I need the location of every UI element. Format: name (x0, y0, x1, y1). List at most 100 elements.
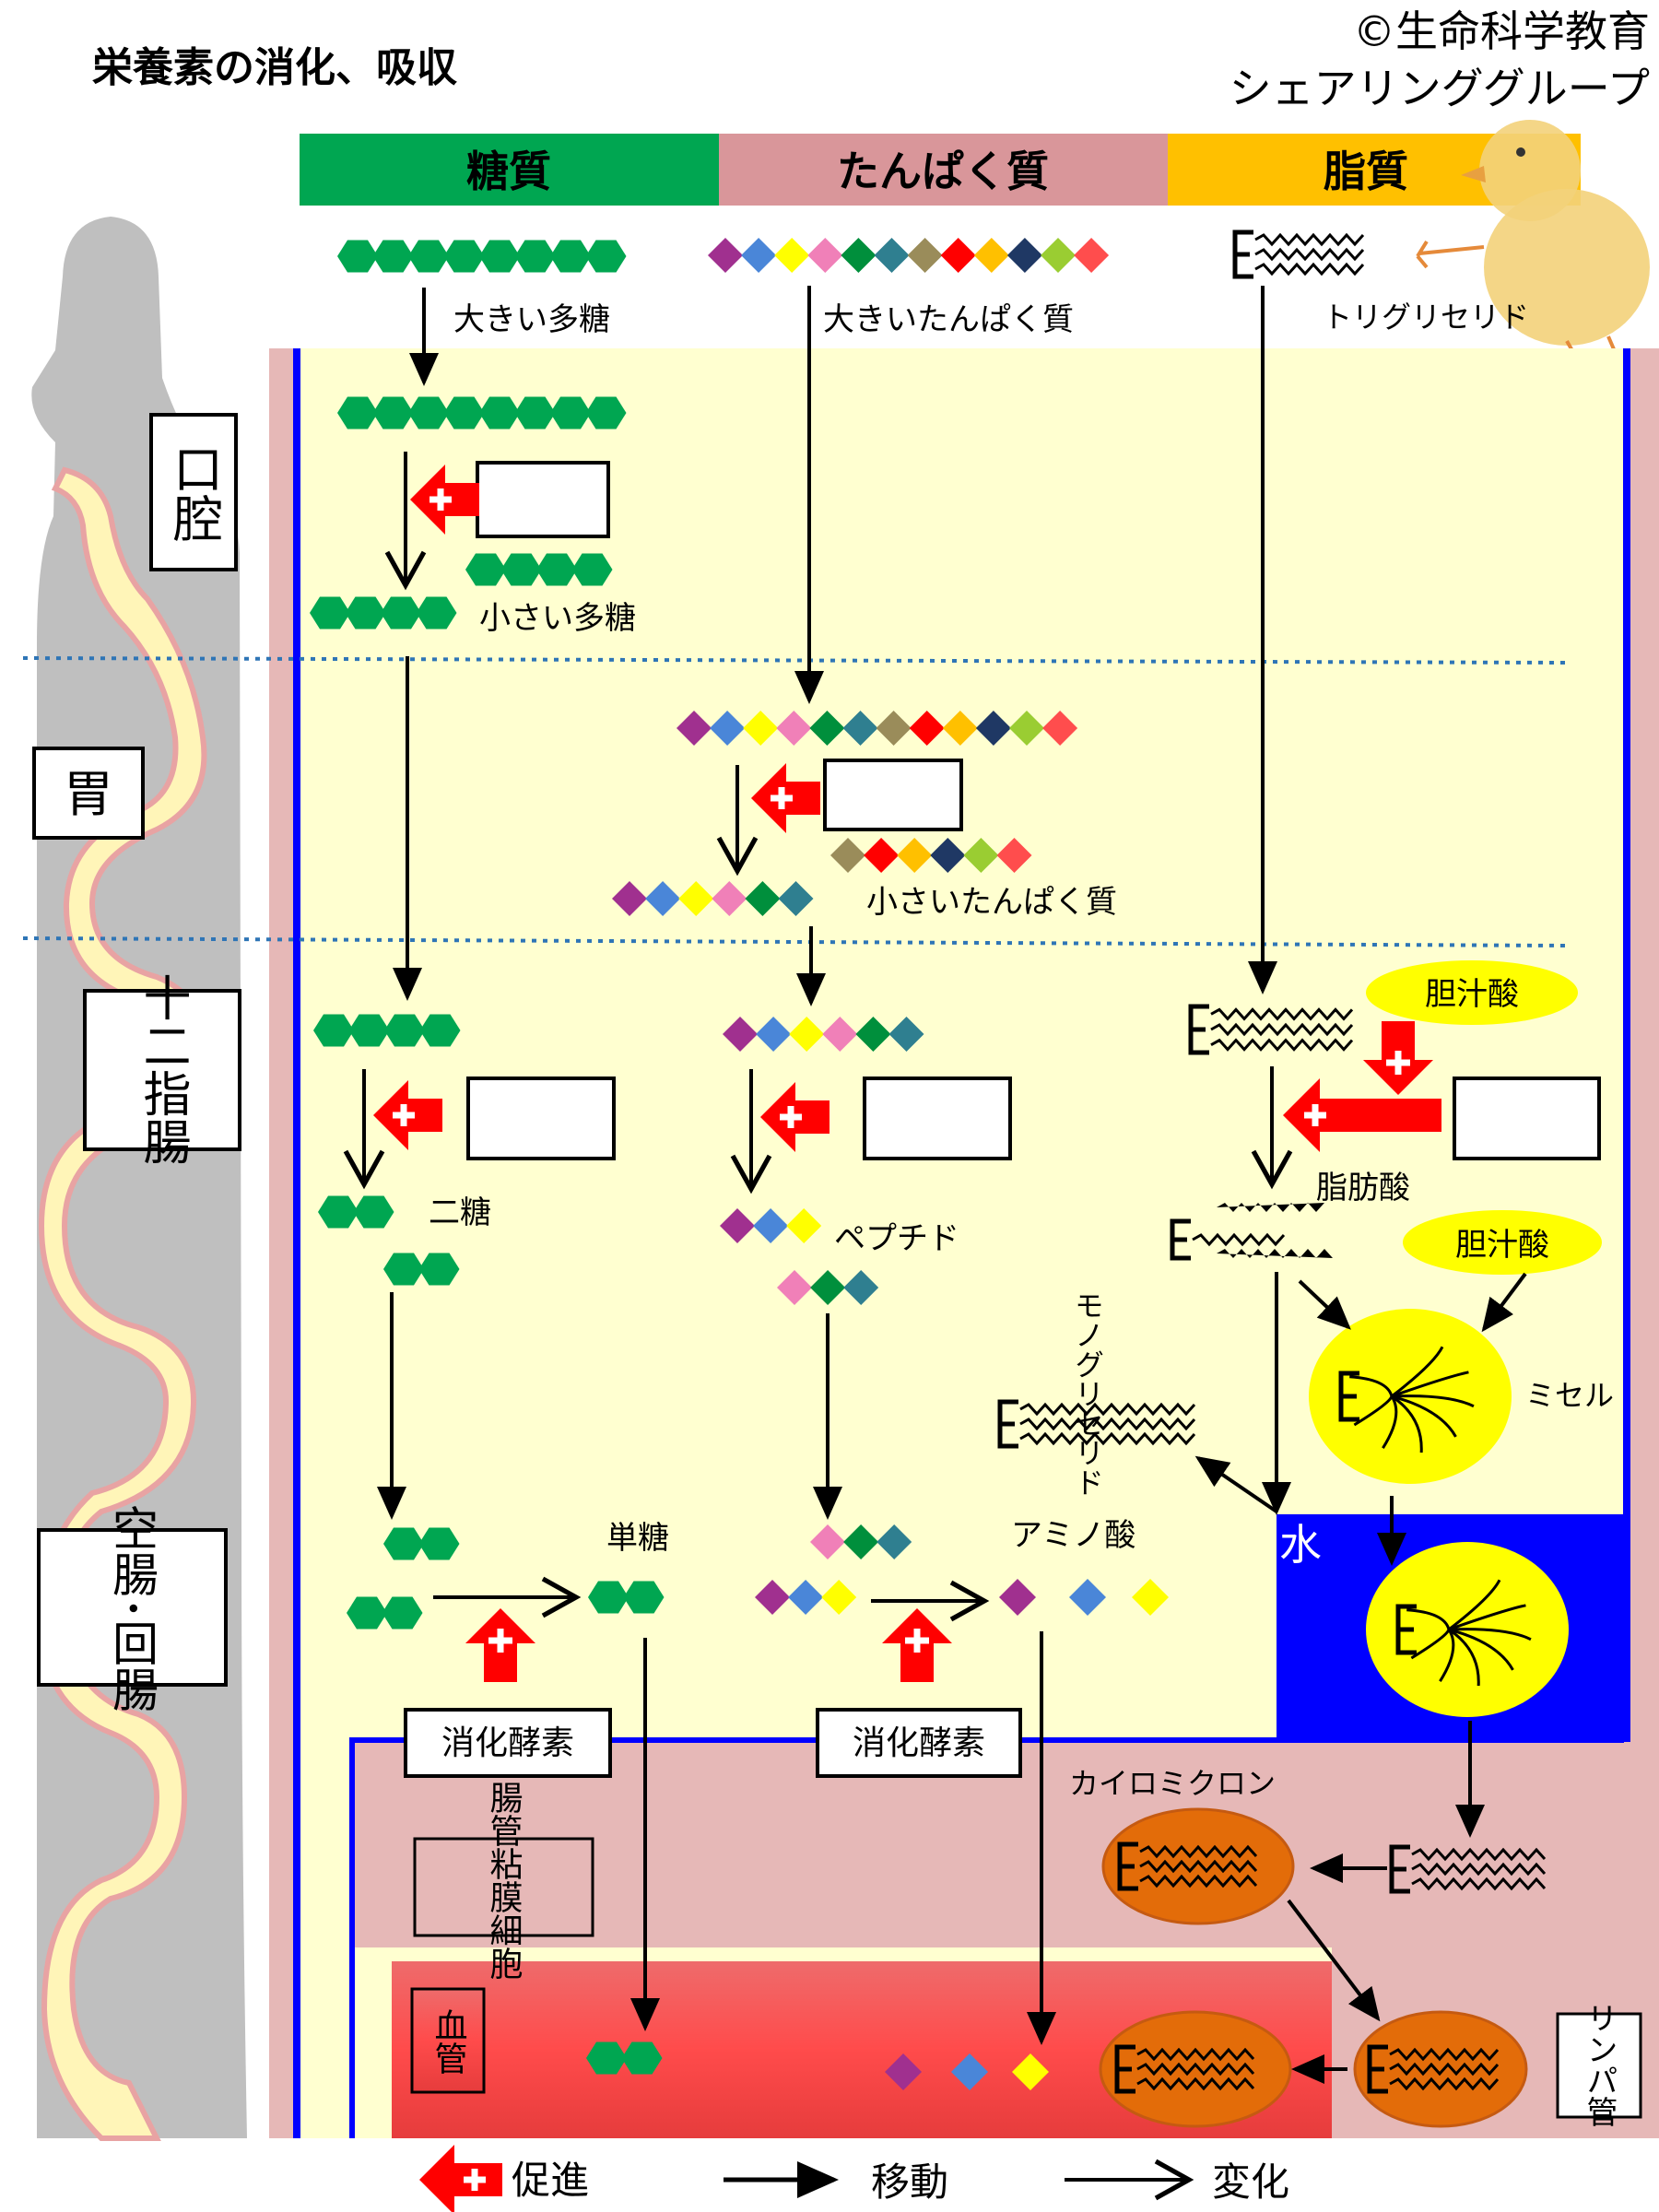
move-arrow (1481, 1272, 1527, 1333)
text-labels: 大きい多糖 大きいたんぱく質 トリグリセリド 小さい多糖 小さいたんぱく質 胆汁… (429, 300, 1614, 1801)
amino-acid-diamond (756, 1017, 792, 1052)
chylomicron-cell (1101, 1807, 1295, 1925)
amino-acid-diamond (778, 881, 814, 916)
sugar-hexagon (623, 1581, 665, 1614)
promote-arrow (1283, 1078, 1441, 1152)
sugar-hexagon (310, 596, 350, 629)
amino-acid-diamond (907, 238, 943, 273)
amino-acid-diamond (897, 838, 933, 873)
bile-acid-ellipse-2 (1403, 1210, 1602, 1275)
amino-acid-diamond (755, 1580, 790, 1615)
amino-acid-diamond (776, 711, 812, 746)
label-digestive-enzyme-1: 消化酵素 (441, 1724, 574, 1762)
amino-acid-diamond (789, 1017, 825, 1052)
sugar-hexagon (313, 1014, 354, 1047)
sugar-hexagon (408, 240, 449, 273)
amino-acid-diamond (841, 238, 877, 273)
fat-header-label: 脂質 (1324, 147, 1408, 196)
sugar-hexagon (621, 2041, 663, 2075)
amino-acid-diamond (810, 1270, 846, 1305)
label-bile-acid-1: 胆汁酸 (1425, 976, 1519, 1013)
amino-acid-diamond (1041, 238, 1076, 273)
micelle-lumen-glyph (1338, 1346, 1475, 1453)
intestinal-cell-label-box (413, 1837, 594, 1937)
sugar-hexagon (550, 396, 591, 429)
label-chylomicron: カイロミクロン (1069, 1766, 1276, 1801)
amino-acid-diamond (807, 238, 843, 273)
region-jejunum-ileum: 空腸･回腸 (105, 1505, 159, 1712)
promote-arrows (373, 465, 1441, 1682)
move-arrow (1287, 1899, 1381, 2022)
amino-acid-diamond (877, 1524, 912, 1559)
sugar-hexagon (418, 1527, 460, 1560)
label-fatty-acid: 脂肪酸 (1316, 1170, 1410, 1206)
legend-promote-label: 促進 (512, 2158, 589, 2203)
enzyme-boxes (466, 461, 1601, 1160)
legend-change-label: 変化 (1212, 2159, 1289, 2205)
amino-acid-diamond (975, 711, 1011, 746)
promote-arrow (882, 1608, 952, 1682)
amino-acid-diamond (821, 1580, 857, 1615)
sugar-hexagon (465, 553, 506, 586)
promote-arrow (751, 763, 820, 833)
label-monoglyceride: モノグリセリド (1070, 1290, 1105, 1497)
label-bile-acid-2: 胆汁酸 (1455, 1227, 1549, 1264)
enzyme-box-duodenum-carb (466, 1077, 616, 1160)
amino-acid-diamond (885, 2053, 922, 2090)
promote-arrow (760, 1082, 830, 1152)
column-headers: 糖質 たんぱく質 脂質 (300, 134, 1581, 206)
sugar-hexagon (479, 396, 520, 429)
sugar-hexagon (383, 1527, 424, 1560)
amino-acid-diamond (942, 711, 978, 746)
amino-acid-diamond (1012, 2053, 1049, 2090)
sugar-hexagon (318, 1195, 359, 1229)
stomach-duodenum-divider (22, 936, 1568, 947)
amino-acid-diamond (810, 1524, 845, 1559)
promote-arrow (373, 1080, 442, 1150)
amino-acid-diamond (710, 711, 746, 746)
amino-acid-diamond (973, 238, 1009, 273)
amino-acid-diamond (940, 238, 976, 273)
sugar-hexagon (418, 1253, 460, 1286)
label-amino-acid: アミノ酸 (1011, 1517, 1135, 1554)
label-monosaccharide: 単糖 (606, 1520, 669, 1557)
amino-acid-diamond (745, 881, 781, 916)
amino-acid-diamond (951, 2053, 988, 2090)
page-title: 栄養素の消化、吸収 (92, 44, 457, 91)
sugar-hexagon (408, 396, 449, 429)
legend-move-label: 移動 (871, 2159, 948, 2205)
amino-acid-diamond (842, 711, 878, 746)
carb-header-label: 糖質 (466, 147, 551, 196)
amino-acid-diamond (1006, 238, 1042, 273)
sugar-hexagon (348, 1014, 390, 1047)
label-micelle: ミセル (1525, 1378, 1614, 1413)
sugar-hexagon (585, 240, 627, 273)
label-big-polysaccharide: 大きい多糖 (453, 301, 610, 338)
digestive-enzyme-box-2 (816, 1708, 1022, 1778)
amino-acid-diamond (874, 238, 910, 273)
enzyme-box-stomach (823, 759, 963, 831)
fatty-acid-chain (1217, 1249, 1333, 1258)
region-oral: 口腔 (165, 443, 223, 543)
label-disaccharide: 二糖 (429, 1194, 491, 1231)
fatty-acid-cell-glyph (1389, 1844, 1547, 1894)
amino-acid-diamond (753, 1208, 789, 1243)
amino-acid-diamond (843, 1524, 879, 1559)
amino-acid-diamond (809, 711, 845, 746)
sugar-hexagon (353, 1195, 394, 1229)
amino-acid-diamond (876, 711, 912, 746)
region-labels: 口腔 胃 十二指腸 空腸･回腸 (32, 413, 241, 1712)
sugar-hexagon (536, 553, 577, 586)
amino-acid-diamond (720, 1208, 755, 1243)
chylomicron-blood-glyph (1114, 2044, 1255, 2094)
protein-header-label: たんぱく質 (837, 147, 1049, 196)
sugar-hexagon (550, 240, 591, 273)
sugar-hexagon (372, 396, 414, 429)
molecules (310, 238, 1169, 2090)
sugar-hexagon (500, 553, 542, 586)
micelle-water-glyph (1395, 1579, 1532, 1687)
credit-line1: ©生命科学教育 (1353, 6, 1650, 56)
sugar-hexagon (416, 596, 457, 629)
amino-acid-diamond (1069, 1579, 1106, 1616)
sugar-hexagon (382, 1596, 423, 1630)
